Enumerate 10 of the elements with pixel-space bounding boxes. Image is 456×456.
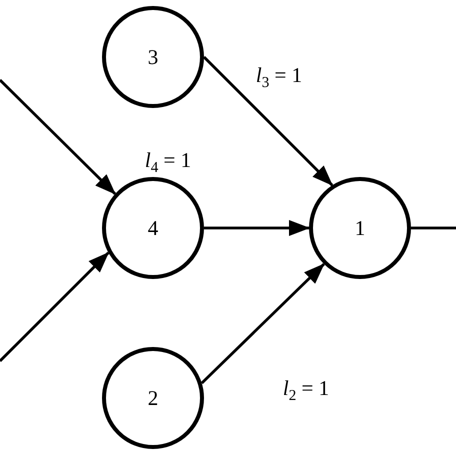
node-circle: 3 [102,6,204,108]
connector-line [411,226,456,230]
arrow [203,56,334,186]
node-circle: 1 [309,177,411,279]
arrow [0,252,110,362]
arrow [204,220,310,236]
arrow [0,79,116,195]
node-circle: 4 [102,177,204,279]
node-circle: 2 [102,347,204,449]
arrow [200,263,325,384]
